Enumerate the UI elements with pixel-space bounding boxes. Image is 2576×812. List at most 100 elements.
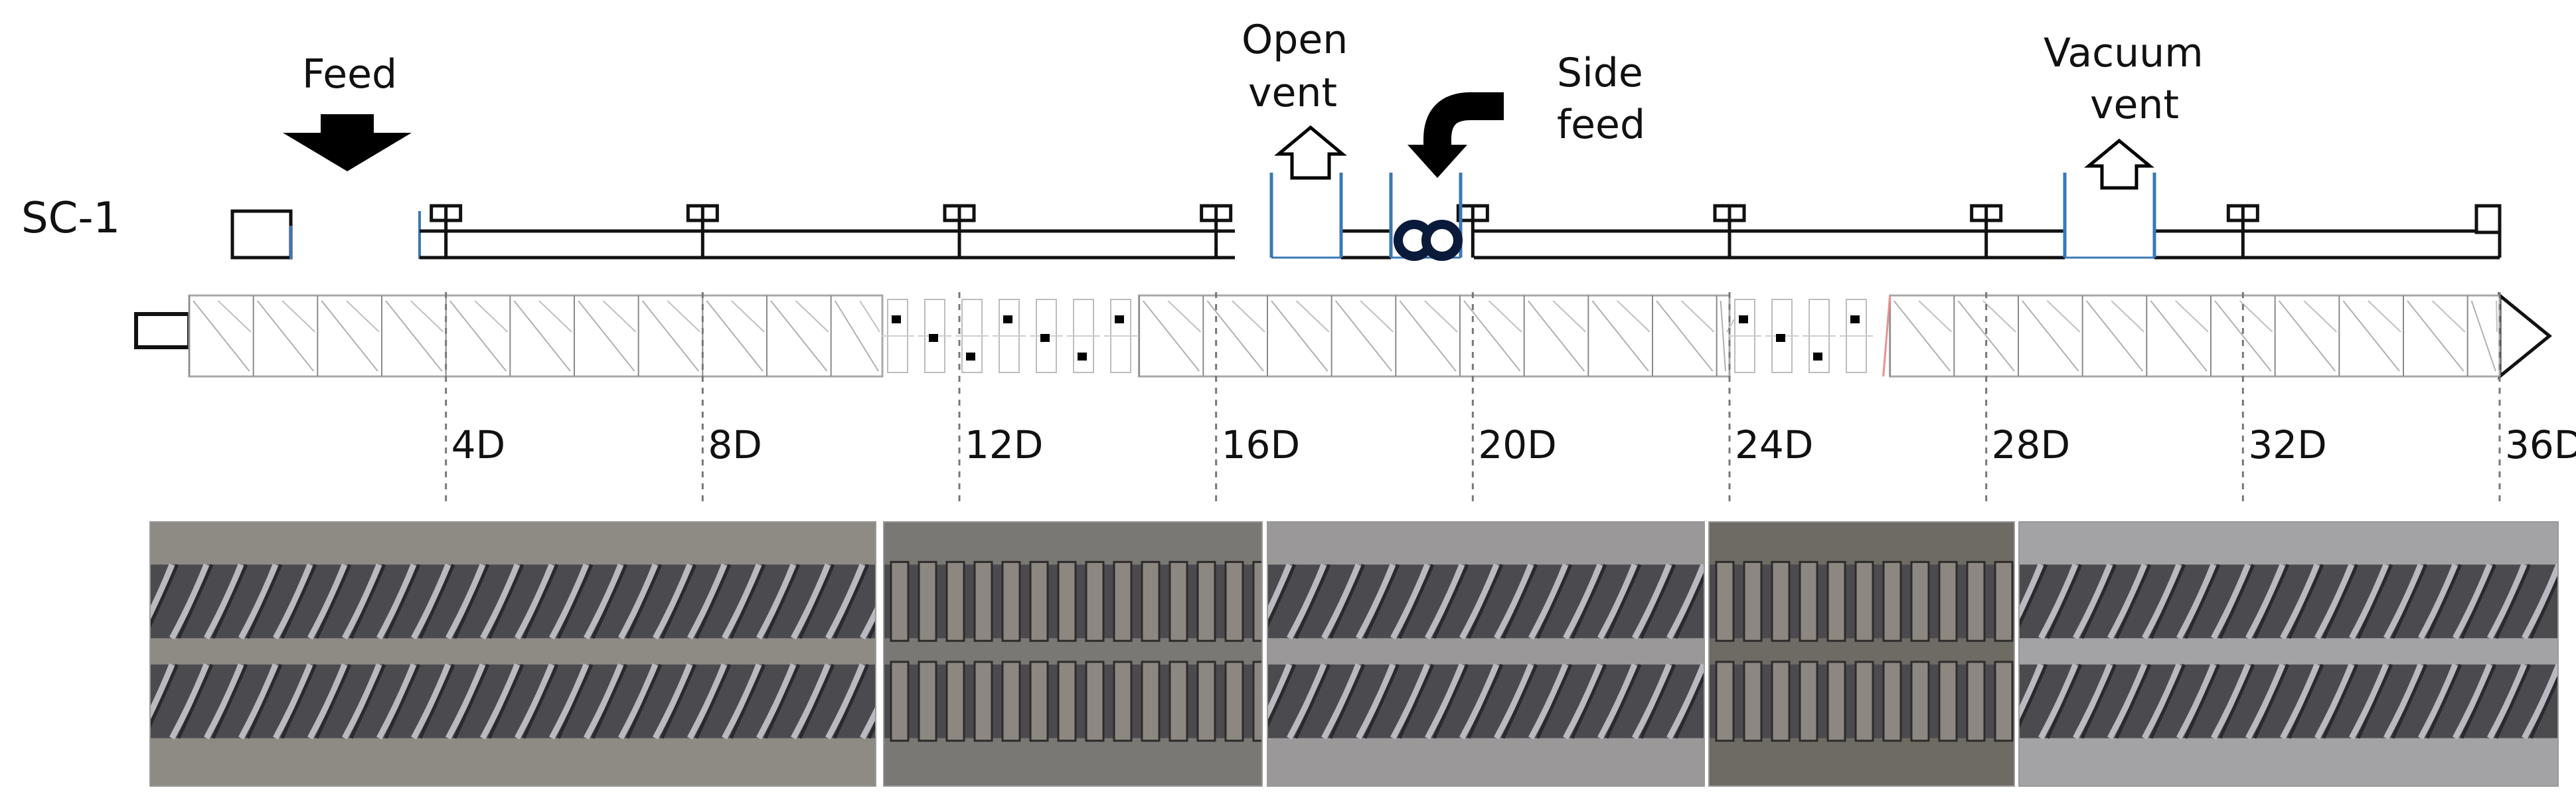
kneading-block — [973, 661, 993, 742]
kneading-block — [918, 661, 937, 742]
flight-line — [2368, 300, 2401, 333]
flight-line — [449, 300, 507, 372]
conveying-element — [188, 294, 884, 378]
screw-flight — [1563, 563, 1603, 640]
screw-flight-shadow — [1639, 663, 1676, 739]
kneading-disc-mark — [1040, 334, 1050, 342]
kneading-section-photo-2 — [1708, 521, 2015, 787]
flight-line — [1334, 300, 1393, 372]
feed-arrow-icon — [283, 114, 412, 171]
kneading-block — [918, 560, 937, 642]
screw-flight — [2349, 563, 2389, 640]
screw-flight — [2453, 563, 2493, 640]
photo-illustration — [1710, 523, 2014, 785]
screw-flight — [480, 663, 521, 740]
screw-flight — [2176, 563, 2217, 640]
screw-tip — [2498, 291, 2552, 380]
screw-flight-shadow — [1268, 564, 1297, 628]
kneading-block — [1882, 560, 1902, 642]
screw-flight — [2418, 563, 2458, 640]
screw-flight-shadow — [2287, 564, 2324, 639]
screw-flight — [1356, 563, 1396, 640]
screw-flight — [445, 663, 486, 740]
kneading-block — [1743, 560, 1763, 642]
screw-flight-shadow — [833, 663, 870, 739]
screw-flight-shadow — [625, 663, 663, 739]
screw-flight-shadow — [2356, 564, 2393, 639]
kneading-block — [1001, 560, 1021, 642]
open-vent-label-line2: vent — [1248, 70, 1337, 116]
screw-flight — [1287, 663, 1327, 740]
flight-line — [2214, 300, 2272, 372]
flight-line — [2407, 300, 2464, 372]
screw-flight-shadow — [2218, 663, 2255, 739]
feed-block — [230, 209, 293, 260]
kneading-block — [1029, 661, 1049, 742]
kneading-block — [1085, 661, 1105, 742]
kneading-block — [1994, 661, 2014, 742]
screw-flight — [2453, 663, 2493, 740]
screw-flight-shadow — [384, 663, 421, 739]
screw-flight-shadow — [1467, 663, 1504, 739]
screw-flight — [860, 607, 875, 640]
photo-background — [2020, 523, 2557, 785]
flight-line — [1399, 300, 1457, 372]
screw-flight-shadow — [764, 564, 801, 639]
flight-line — [667, 300, 701, 333]
screw-flight-shadow — [246, 564, 283, 639]
screw-flight — [2522, 663, 2557, 740]
screw-flight — [825, 663, 866, 740]
flight-line — [1206, 300, 1264, 372]
kneading-block — [973, 560, 993, 642]
screw-flight-shadow — [729, 663, 766, 739]
screw-flight-shadow — [1398, 663, 1435, 739]
screw-flight-shadow — [2115, 663, 2152, 739]
screw-flight — [411, 563, 451, 640]
kneading-section-photo-1 — [883, 521, 1263, 787]
screw-flight — [411, 663, 451, 740]
screw-flight-shadow — [2218, 564, 2255, 639]
flight-line — [1982, 300, 2016, 333]
screw-flight — [2107, 563, 2148, 640]
screw-flight — [2418, 663, 2458, 740]
screw-flight-shadow — [2020, 564, 2048, 628]
screw-flight-shadow — [453, 663, 490, 739]
conveying-section-photo-3 — [2018, 521, 2559, 787]
screw-flight-shadow — [2080, 564, 2117, 639]
screw-flight — [1632, 663, 1672, 740]
screw-flight-shadow — [2425, 663, 2462, 739]
screw-flight — [549, 663, 590, 740]
screw-flight-shadow — [522, 564, 559, 639]
screw-flight-shadow — [1328, 663, 1366, 739]
barrel-housing — [230, 173, 2502, 261]
screw-flight-shadow — [418, 663, 455, 739]
photo-illustration — [1268, 523, 1704, 785]
screw-flight-shadow — [1570, 564, 1607, 639]
screw-flight-shadow — [246, 663, 283, 739]
screw-flight-shadow — [2253, 564, 2290, 639]
screw-flight-shadow — [280, 564, 317, 639]
screw-flight-shadow — [591, 663, 628, 739]
flight-line — [706, 300, 764, 372]
screw-flight-shadow — [729, 564, 766, 639]
kneading-block — [1141, 661, 1161, 742]
screw-flight-shadow — [211, 564, 248, 639]
screw-flight-shadow — [2322, 663, 2359, 739]
screw-flight-shadow — [2391, 564, 2428, 639]
kneading-block — [1029, 560, 1049, 642]
screw-flight-shadow — [522, 663, 559, 739]
open-vent-arrow-icon — [1274, 125, 1347, 180]
photo-background — [1268, 523, 1704, 785]
screw-flight-shadow — [2149, 564, 2186, 639]
screw-flight-shadow — [1501, 663, 1538, 739]
flight-line — [834, 300, 879, 372]
open-vent-label-line1: Open — [1242, 17, 1348, 63]
screw-flight — [376, 663, 417, 740]
screw-flight — [1597, 563, 1638, 640]
flight-line — [1957, 300, 2015, 372]
flight-line — [770, 300, 828, 372]
diameter-tick-label: 20D — [1478, 422, 1556, 467]
screw-flight — [2487, 663, 2528, 740]
side-feed-label-line2: feed — [1557, 102, 1645, 148]
